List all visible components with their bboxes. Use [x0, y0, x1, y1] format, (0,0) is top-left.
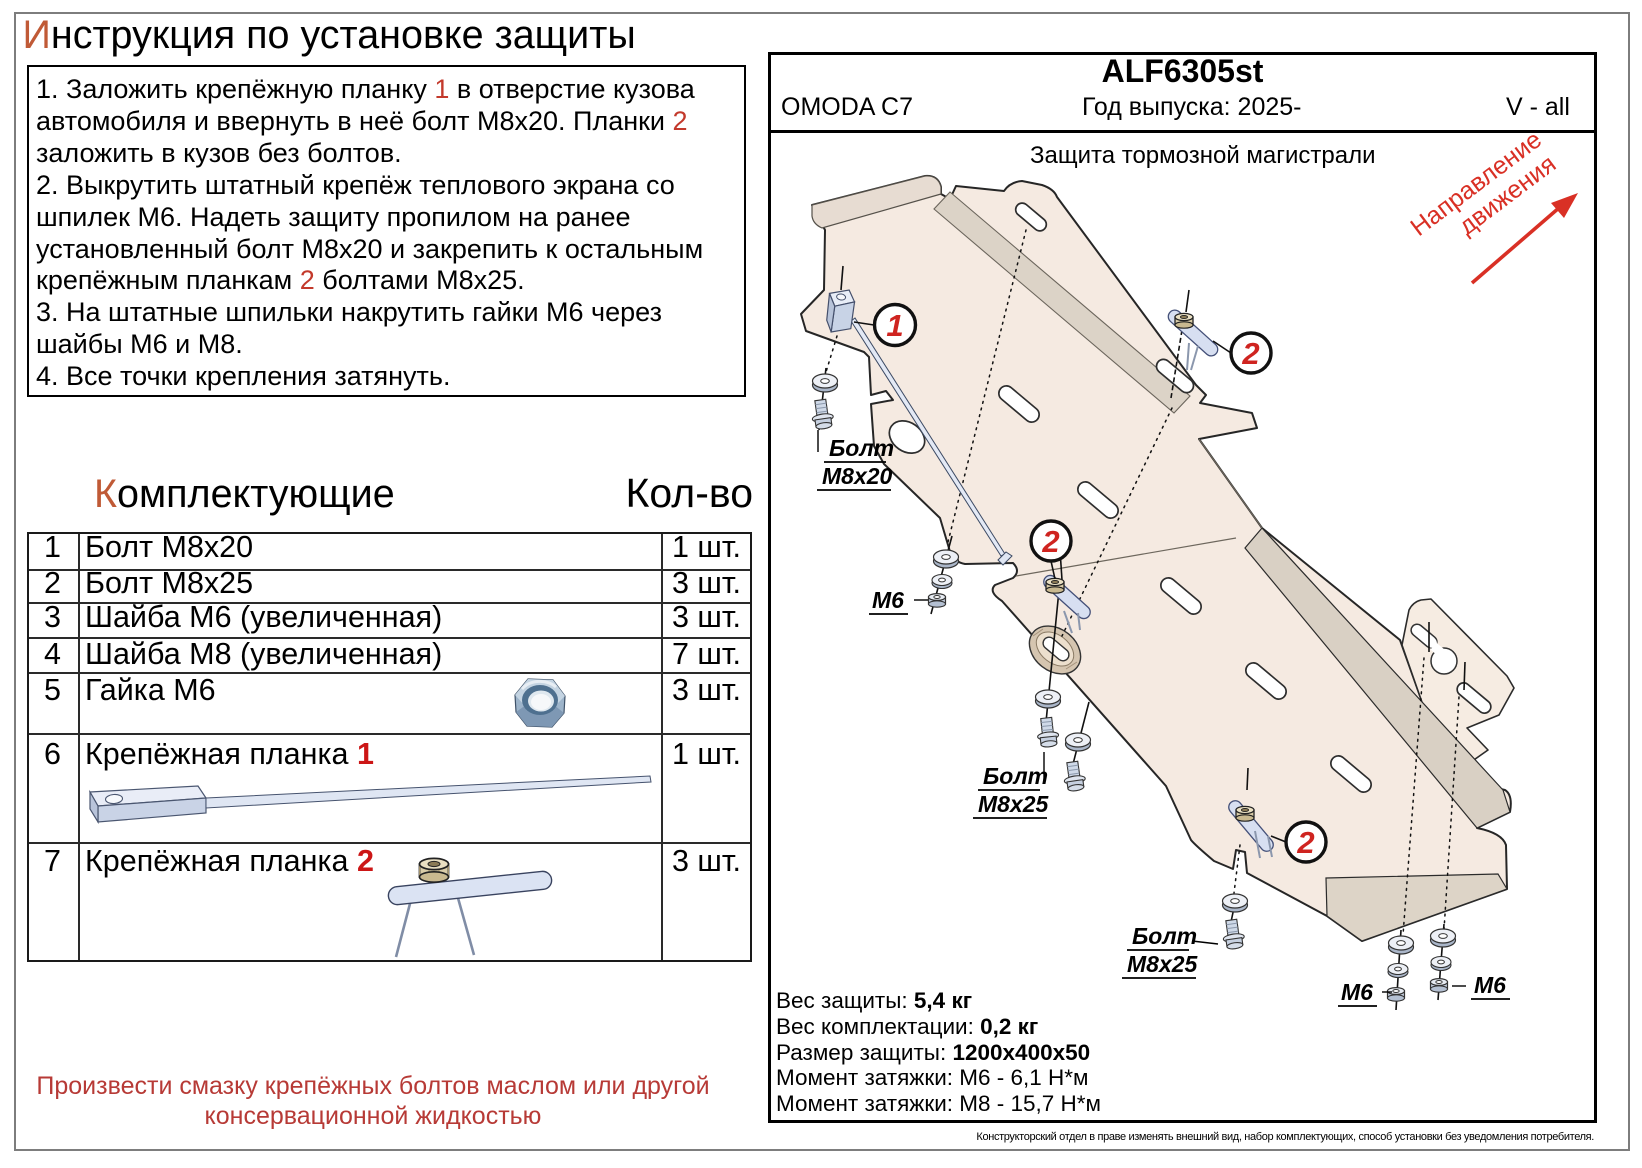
svg-text:М8х25: М8х25: [1127, 951, 1199, 977]
svg-text:Болт: Болт: [829, 435, 894, 461]
svg-text:М6: М6: [1474, 972, 1506, 998]
svg-text:М8х25: М8х25: [978, 791, 1050, 817]
svg-text:М6: М6: [872, 587, 904, 613]
svg-text:Болт: Болт: [1132, 923, 1197, 949]
svg-text:Болт: Болт: [983, 763, 1048, 789]
svg-text:1: 1: [886, 308, 903, 343]
svg-text:М6: М6: [1341, 979, 1373, 1005]
svg-text:2: 2: [1241, 336, 1259, 371]
svg-text:М8х20: М8х20: [822, 463, 893, 489]
svg-text:2: 2: [1296, 825, 1314, 860]
svg-text:2: 2: [1041, 524, 1059, 559]
